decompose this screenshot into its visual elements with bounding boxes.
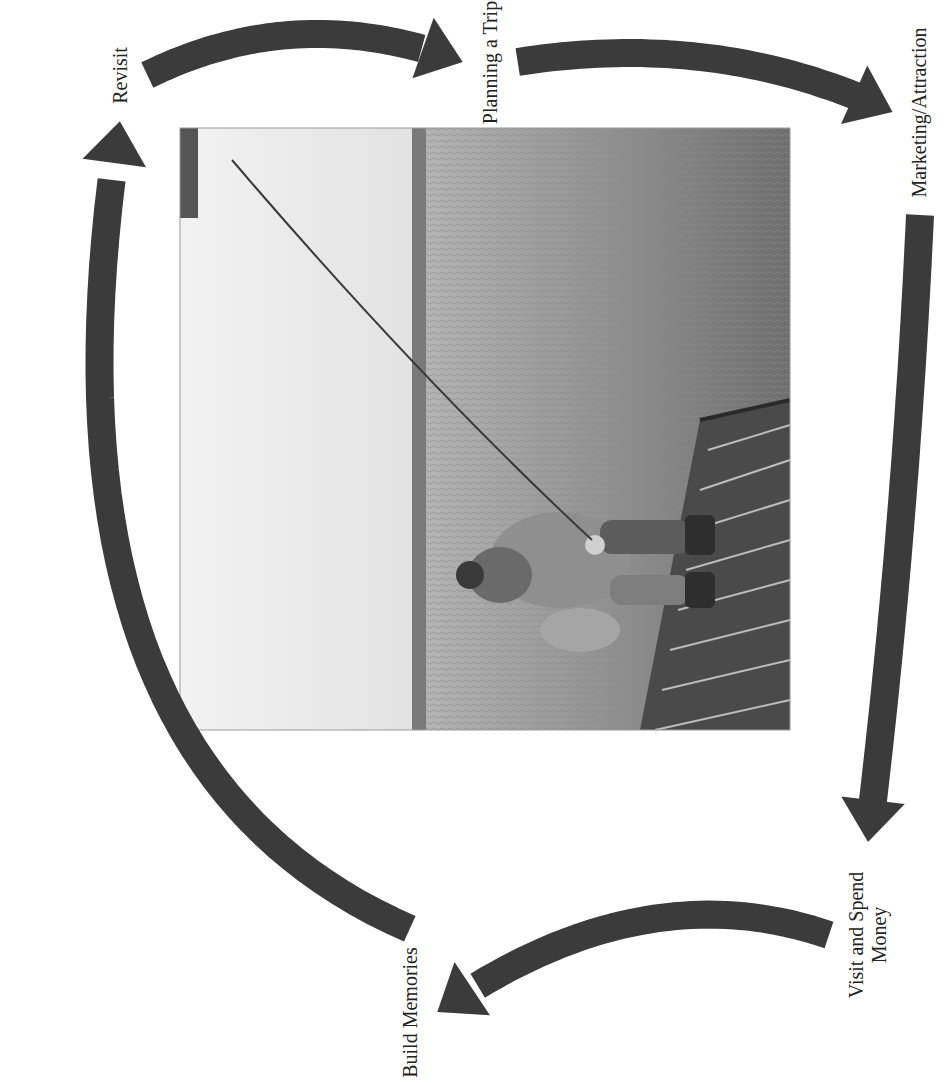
arrow-head [841, 66, 892, 124]
stage-label: Marketing/Attraction [906, 23, 933, 201]
arrow-head [412, 18, 462, 78]
cycle-arrow [147, 18, 462, 78]
cycle-arrow [83, 121, 410, 928]
stage-text: Revisit [108, 47, 131, 104]
stage-text: Marketing/Attraction [908, 27, 931, 197]
arrow-body [518, 53, 856, 96]
stage-text: Visit and Spend Money [845, 860, 891, 1010]
stage-label: Build Memories [396, 943, 423, 1082]
cycle-arrow [518, 53, 893, 124]
dock [640, 400, 790, 730]
cycle-arrow [437, 915, 829, 1016]
arrow-body [100, 180, 410, 929]
arrow-body [478, 915, 829, 986]
stage-label: Planning a Trip [477, 0, 504, 128]
stage-label: Visit and Spend Money [843, 856, 893, 1014]
stage-text: Planning a Trip [479, 0, 502, 123]
stage-text: Build Memories [398, 947, 421, 1078]
cycle-arrow [841, 215, 920, 842]
arrow-body [873, 215, 920, 804]
arrow-head [437, 962, 490, 1015]
arrow-head [841, 796, 905, 842]
arrow-head [83, 121, 146, 167]
arrow-body [147, 34, 421, 75]
stage-label: Revisit [106, 43, 133, 108]
